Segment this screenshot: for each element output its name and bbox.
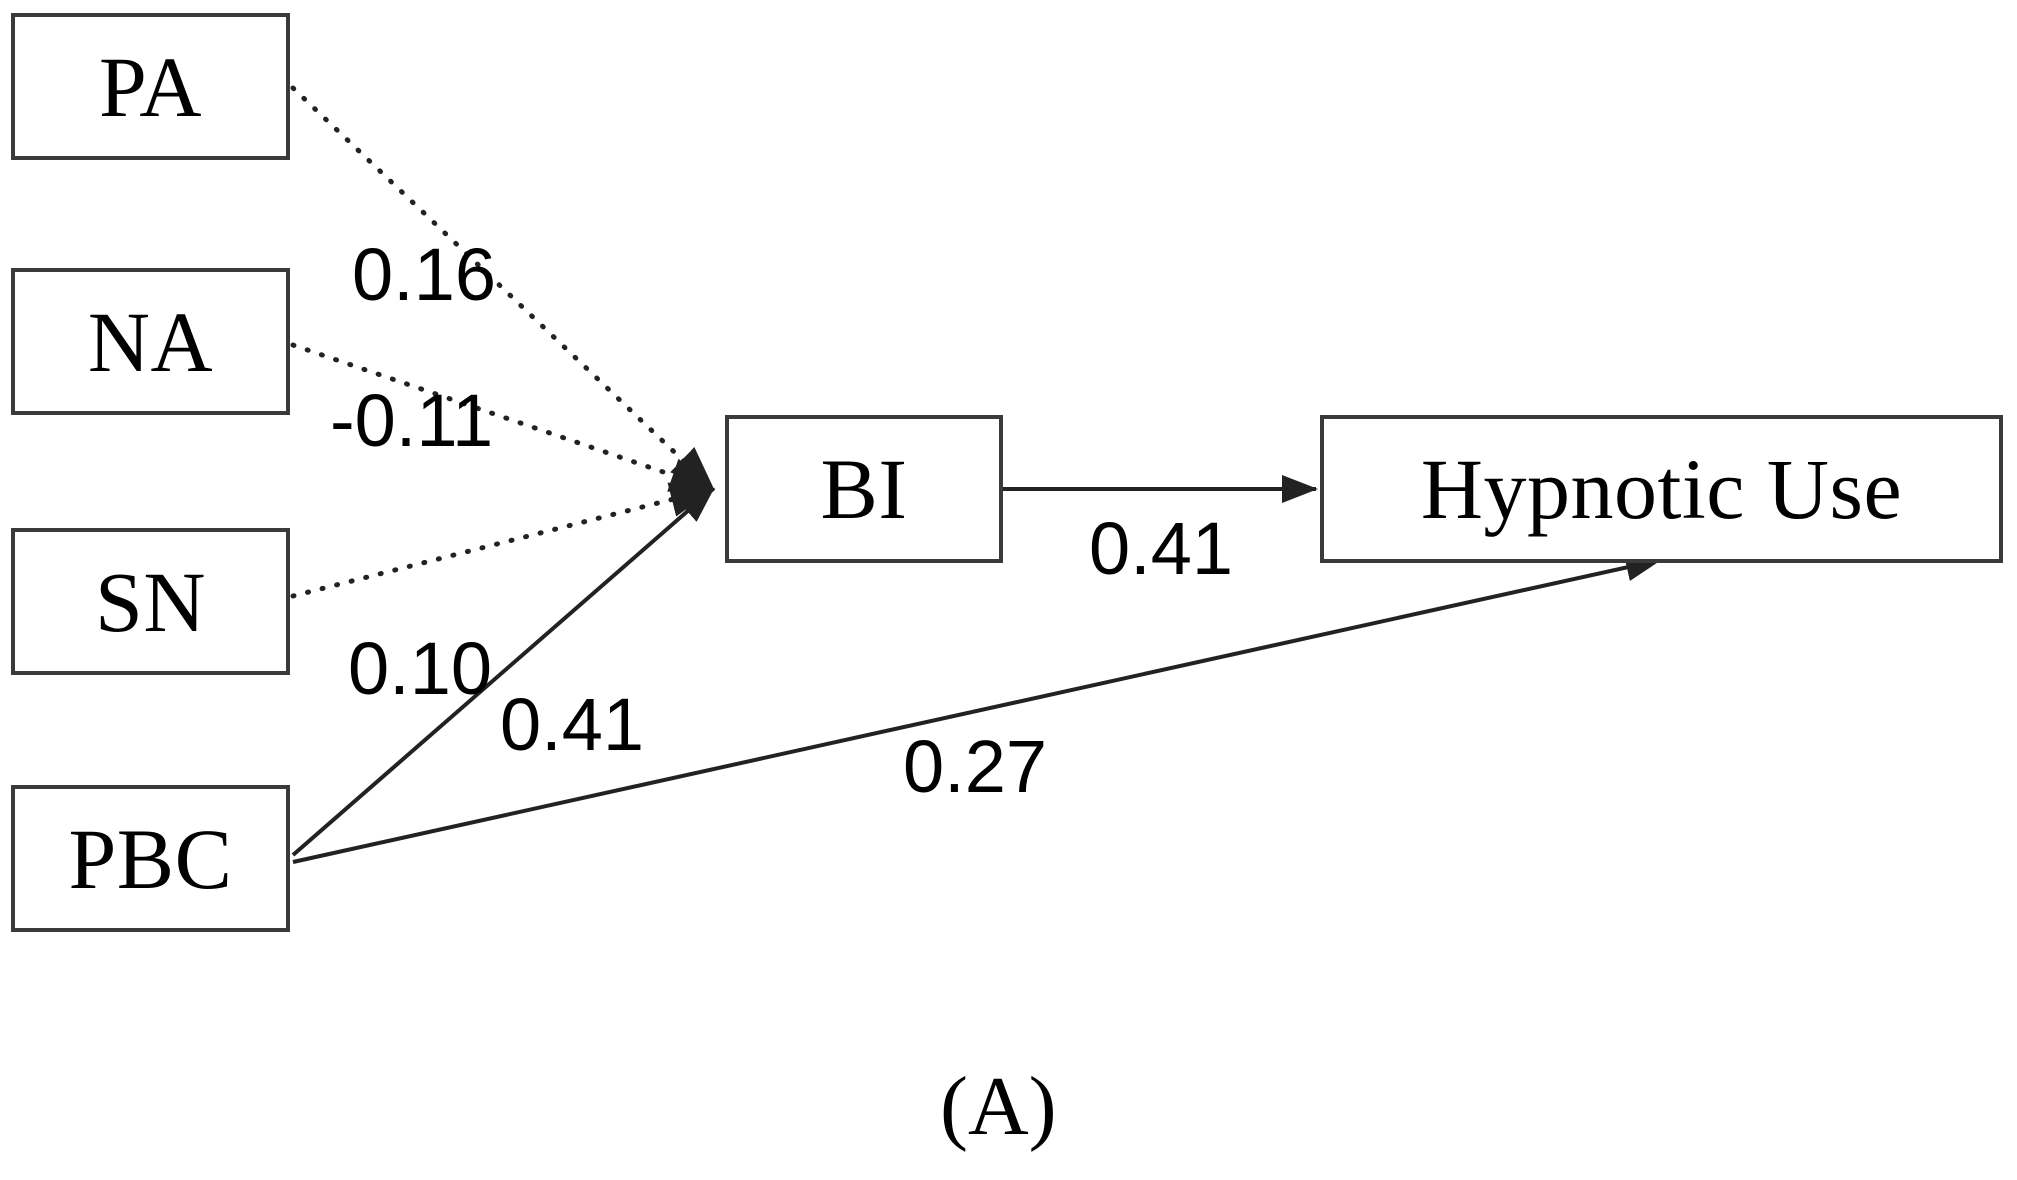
path-coefficient-na-bi: -0.11: [330, 379, 494, 462]
path-coefficient-sn-bi: 0.10: [348, 627, 493, 710]
edge-pbc-hu: [292, 553, 1662, 864]
node-box-hypnotic-use[interactable]: Hypnotic Use: [1320, 415, 2003, 563]
figure-caption: (A): [940, 1060, 1057, 1153]
path-coefficient-pa-bi: 0.16: [352, 233, 497, 316]
node-box-sn[interactable]: SN: [11, 528, 290, 675]
path-coefficient-pbc-bi: 0.41: [500, 683, 645, 766]
node-box-pbc[interactable]: PBC: [11, 785, 290, 932]
node-label-sn: SN: [95, 553, 206, 650]
path-coefficient-pbc-hypnotic-use: 0.27: [903, 725, 1048, 808]
node-label-hypnotic-use: Hypnotic Use: [1420, 441, 1903, 537]
node-label-bi: BI: [820, 441, 908, 537]
node-box-bi[interactable]: BI: [725, 415, 1003, 563]
path-coefficient-bi-hypnotic-use: 0.41: [1089, 507, 1234, 590]
edge-sn-bi: [290, 482, 716, 599]
node-box-na[interactable]: NA: [11, 268, 290, 415]
node-label-na: NA: [87, 293, 214, 390]
node-box-pa[interactable]: PA: [11, 13, 290, 160]
node-label-pa: PA: [98, 38, 203, 135]
node-label-pbc: PBC: [68, 810, 233, 907]
